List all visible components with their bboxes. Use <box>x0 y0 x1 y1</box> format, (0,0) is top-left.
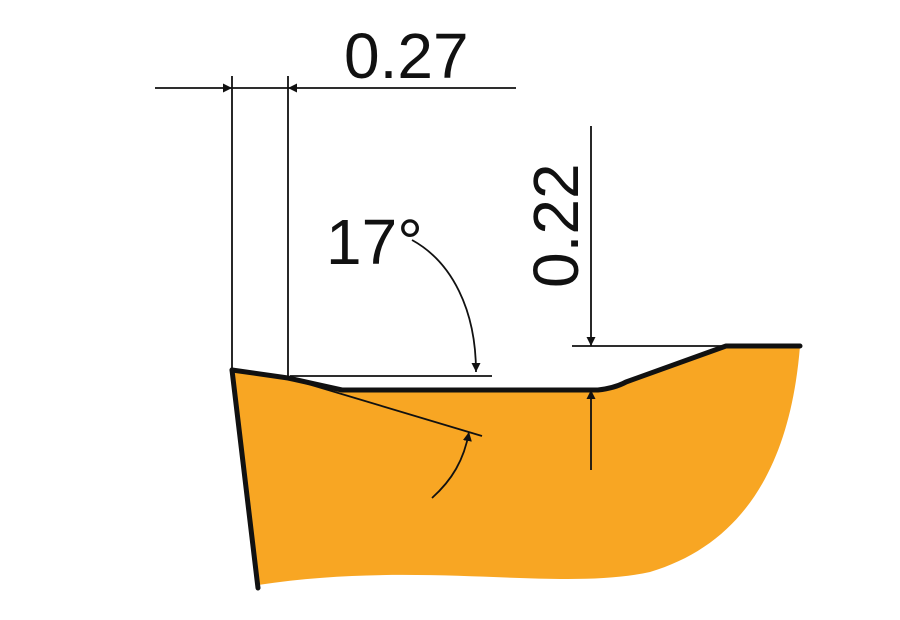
insert-body <box>232 346 800 585</box>
angle-arc-upper <box>411 239 481 373</box>
angle-arc-lower <box>431 431 472 499</box>
cutting-edge-outline <box>229 343 803 393</box>
angle-label: 17° <box>326 206 423 278</box>
flank-edge-outline <box>229 367 261 591</box>
angle-reference-chamfer <box>287 377 483 437</box>
vertical-dimension-label: 0.22 <box>520 163 592 288</box>
horizontal-dimension-label: 0.27 <box>344 20 469 92</box>
